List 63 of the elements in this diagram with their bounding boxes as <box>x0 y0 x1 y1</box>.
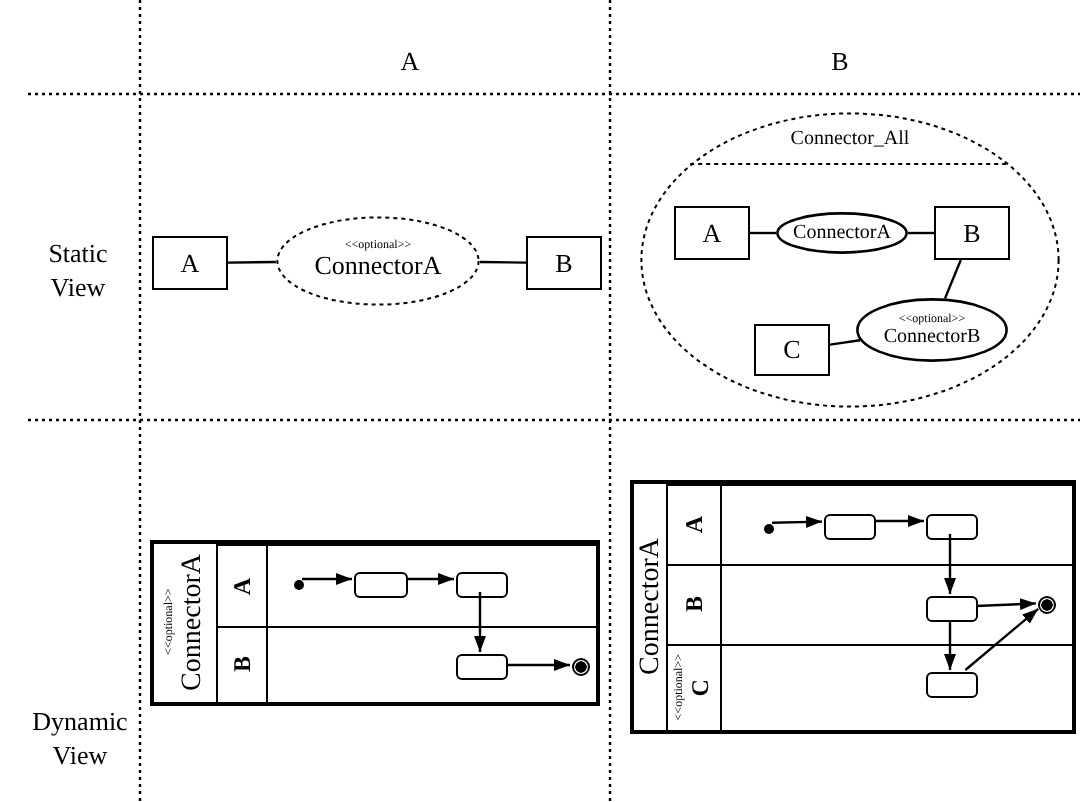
swimlane-pool <box>150 540 600 706</box>
arrow <box>944 534 956 594</box>
arrow <box>874 515 924 527</box>
component-ellipse <box>640 112 1060 408</box>
activity-box <box>926 672 978 698</box>
class-box <box>152 236 228 290</box>
initial-node <box>294 580 304 590</box>
final-node <box>1038 596 1056 614</box>
connector-line <box>908 231 934 235</box>
activity-box <box>824 514 876 540</box>
node-label: B <box>963 217 981 249</box>
swimlane <box>666 564 1072 644</box>
class-box <box>526 236 602 290</box>
column-header: B <box>829 44 851 78</box>
pool-title: ConnectorA <box>635 538 665 676</box>
pool-title: ConnectorA <box>177 554 207 692</box>
connector-ellipse <box>856 298 1008 362</box>
row-header: Dynamic View <box>30 704 130 772</box>
activity-box <box>354 572 408 598</box>
activity-box <box>456 654 508 680</box>
node-label: A <box>180 247 200 279</box>
arrow <box>944 620 956 670</box>
initial-node <box>764 524 774 534</box>
swimlane <box>216 626 596 702</box>
connector-line <box>228 260 276 264</box>
node-label: A <box>702 217 722 249</box>
arrow <box>506 659 570 671</box>
node-label: B <box>555 247 573 279</box>
class-box <box>674 206 750 260</box>
arrow <box>771 516 823 528</box>
arrow <box>406 573 454 585</box>
arrow <box>975 598 1037 611</box>
node-label: ConnectorA <box>314 252 442 282</box>
lane-label: A <box>229 577 255 595</box>
class-box <box>754 324 830 376</box>
swimlane-pool <box>630 480 1076 734</box>
node-label: ConnectorB <box>883 325 981 347</box>
connector-line <box>943 259 962 299</box>
activity-box <box>456 572 508 598</box>
lane-label: C <box>688 677 714 701</box>
lane-label: B <box>229 656 255 673</box>
final-node <box>572 658 590 676</box>
node-label: C <box>783 334 801 366</box>
row-header: Static View <box>46 236 110 304</box>
swimlane <box>666 644 1072 730</box>
activity-box <box>926 596 978 622</box>
optional-connector-ellipse <box>276 216 480 306</box>
connector-line <box>829 339 861 346</box>
arrow <box>474 592 486 652</box>
node-label: ConnectorA <box>793 222 891 244</box>
swimlane <box>666 484 1072 564</box>
connector-line <box>480 260 526 264</box>
class-box <box>934 206 1010 260</box>
connector-ellipse <box>776 212 908 254</box>
column-header: A <box>398 44 422 78</box>
arrow <box>964 607 1039 671</box>
lane-label: B <box>681 596 707 613</box>
connector-line <box>750 231 776 235</box>
arrow <box>302 573 352 585</box>
activity-box <box>926 514 978 540</box>
lane-label: A <box>681 516 707 534</box>
swimlane <box>216 544 596 626</box>
component-title: Connector_All <box>788 128 912 152</box>
